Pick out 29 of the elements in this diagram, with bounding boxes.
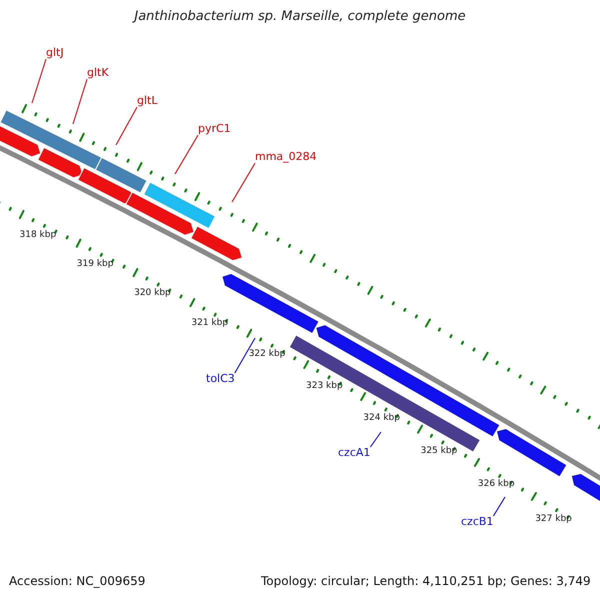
leader-line <box>116 106 138 146</box>
gene-label: czcB1 <box>461 516 494 528</box>
gene-label: gltL <box>137 95 158 108</box>
scale-label: 318 kbp <box>20 230 56 241</box>
gene-label: mma_0284 <box>255 151 317 164</box>
scale-label: 321 kbp <box>191 319 228 330</box>
genome-summary-text: Topology: circular; Length: 4,110,251 bp; Genes: 3,749 <box>261 575 591 588</box>
leader-line <box>32 58 46 104</box>
scale-label: 327 kbp <box>535 514 572 524</box>
scale-label: 320 kbp <box>134 289 171 300</box>
leader-line <box>234 338 256 374</box>
accession-text: Accession: NC_009659 <box>9 575 146 588</box>
gene-label: czcA1 <box>338 447 370 460</box>
leader-line <box>232 162 256 202</box>
leader-line <box>174 134 198 174</box>
gene-label: pyrC1 <box>198 123 231 136</box>
gene-label: gltJ <box>46 47 64 60</box>
scale-label: 326 kbp <box>478 480 515 490</box>
title: Janthinobacterium sp. Marseille, complete genome <box>131 10 467 24</box>
leader-line <box>492 496 506 516</box>
leader-line <box>370 432 382 448</box>
gene-label: gltK <box>87 67 109 80</box>
scale-label: 325 kbp <box>420 446 458 457</box>
scale-label: 322 kbp <box>248 350 286 360</box>
scale-label: 324 kbp <box>363 414 400 424</box>
leader-line <box>72 78 88 124</box>
gene-label: tolC3 <box>206 373 235 386</box>
scale-label: 319 kbp <box>76 260 114 270</box>
scale-label: 323 kbp <box>306 382 343 392</box>
